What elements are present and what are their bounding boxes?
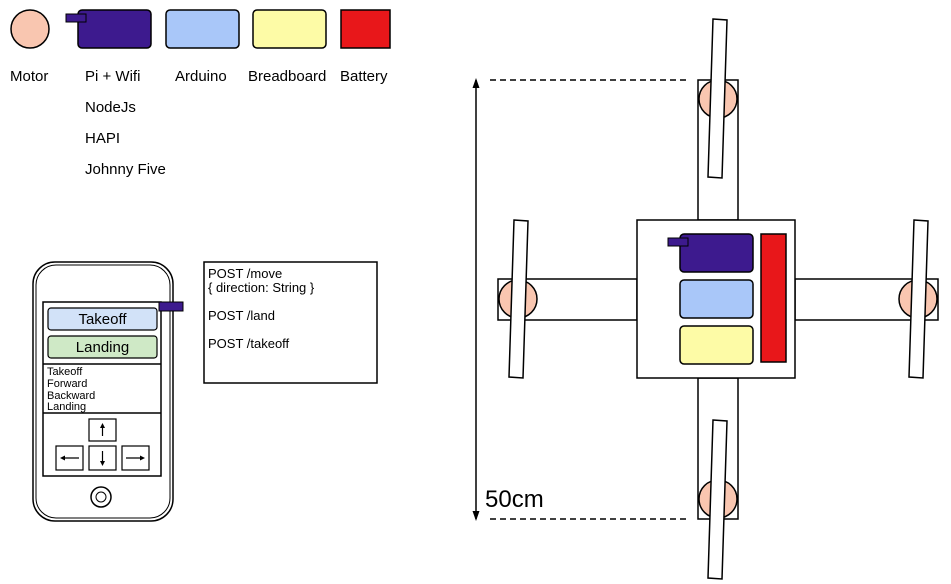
- drone-arduino: [679, 279, 754, 319]
- phone-body-inner: [35, 264, 171, 519]
- breadboard-swatch: [252, 9, 327, 49]
- drone-battery: [760, 233, 787, 363]
- log-line-landing: Landing: [47, 401, 86, 413]
- drone-pi: [679, 233, 754, 273]
- log-line-takeoff: Takeoff: [47, 366, 83, 378]
- landing-button-label: Landing: [76, 339, 129, 356]
- propeller-right: [908, 219, 929, 379]
- up-arrow-button[interactable]: [88, 418, 117, 442]
- pi-stack-hapi: HAPI: [85, 130, 120, 147]
- api-route-move-body: { direction: String }: [208, 280, 315, 295]
- left-arrow-icon: [60, 455, 79, 461]
- drone: 50cm: [472, 18, 939, 580]
- api-route-move: POST /move: [208, 266, 282, 281]
- phone: Takeoff Landing Takeoff Forward Backward…: [32, 261, 184, 522]
- api-route-land: POST /land: [208, 308, 275, 323]
- left-arrow-button[interactable]: [55, 445, 84, 471]
- pi-stack-johnny-five: Johnny Five: [85, 161, 166, 178]
- dimension-label: 50cm: [485, 486, 544, 513]
- motor-label: Motor: [10, 68, 48, 85]
- arduino-label: Arduino: [175, 68, 227, 85]
- down-arrow-button[interactable]: [88, 445, 117, 471]
- takeoff-button[interactable]: [47, 307, 158, 331]
- legend: Motor Pi + Wifi Arduino Breadboard Batte…: [10, 9, 391, 178]
- takeoff-button-label: Takeoff: [78, 311, 127, 328]
- motor-swatch: [10, 9, 50, 49]
- log-line-forward: Forward: [47, 378, 87, 390]
- api-route-takeoff: POST /takeoff: [208, 336, 290, 351]
- breadboard-label: Breadboard: [248, 68, 326, 85]
- dimension-indicator: [472, 78, 688, 521]
- propeller-left: [508, 219, 529, 379]
- drone-pi-connector: [667, 237, 689, 247]
- battery-swatch: [340, 9, 391, 49]
- pi-connector: [65, 13, 87, 23]
- right-arrow-icon: [126, 455, 145, 461]
- api-box: POST /move { direction: String } POST /l…: [203, 261, 378, 384]
- api-box-border: [203, 261, 378, 384]
- pi-swatch: [77, 9, 152, 49]
- drone-breadboard: [679, 325, 754, 365]
- log-line-backward: Backward: [47, 390, 95, 402]
- down-arrow-icon: [100, 451, 105, 466]
- phone-connector: [158, 301, 184, 312]
- home-button-inner: [95, 491, 107, 503]
- propeller-top: [707, 18, 728, 179]
- right-arrow-button[interactable]: [121, 445, 150, 471]
- arduino-swatch: [165, 9, 240, 49]
- pi-label: Pi + Wifi: [85, 68, 140, 85]
- battery-label: Battery: [340, 68, 388, 85]
- propeller-bottom: [707, 419, 728, 580]
- pi-stack-nodejs: NodeJs: [85, 99, 136, 116]
- up-arrow-icon: [100, 423, 105, 436]
- landing-button[interactable]: [47, 335, 158, 359]
